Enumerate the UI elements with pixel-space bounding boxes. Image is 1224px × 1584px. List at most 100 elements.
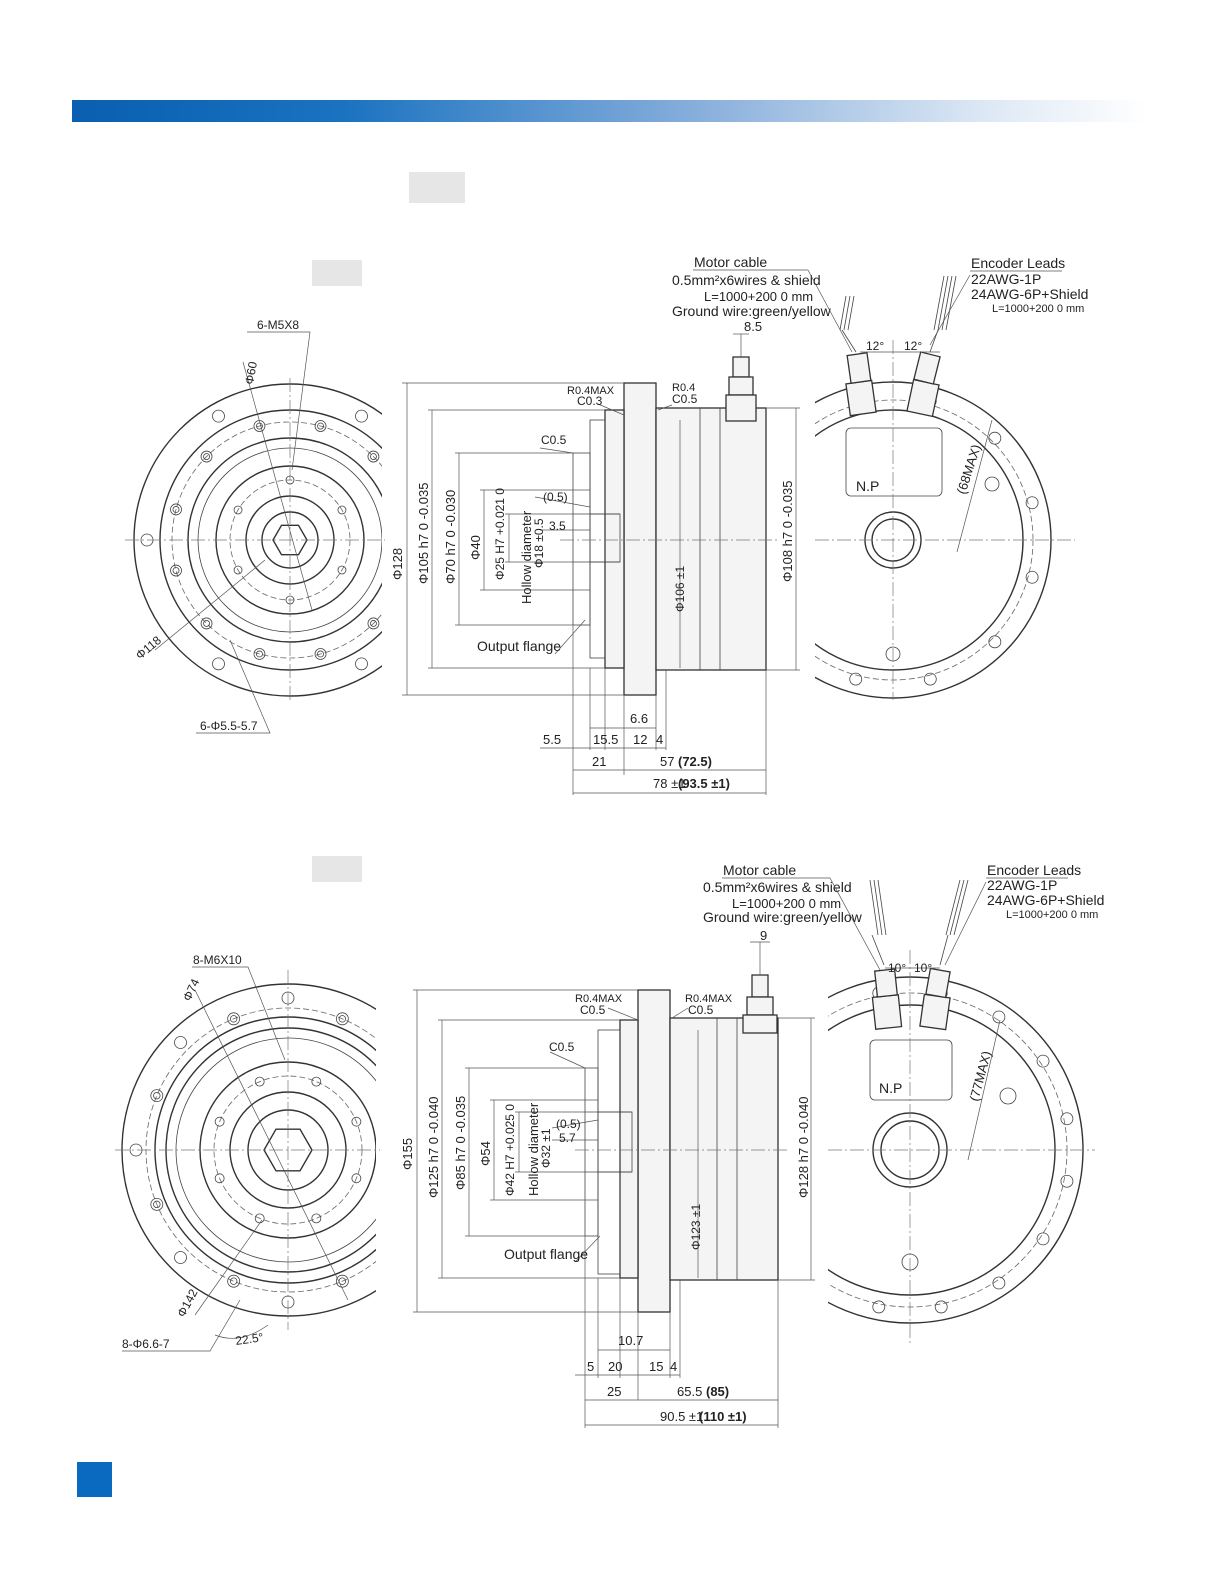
bolt-hole	[413, 1198, 425, 1210]
bolt-hole-inner	[401, 506, 407, 512]
top-d108: Φ108 h7 0 -0.035	[780, 481, 795, 582]
bottom-motor-cable-length: L=1000+200 0 mm	[732, 896, 841, 911]
bottom-output-flange: Output flange	[504, 1246, 588, 1262]
mount-hole	[212, 409, 225, 423]
bolt-hole-inner	[317, 422, 324, 430]
bottom-encoder-line1: 22AWG-1P	[987, 877, 1057, 893]
top-encoder-title: Encoder Leads	[971, 255, 1065, 271]
top-output-flange: Output flange	[477, 638, 561, 654]
page-number-block	[77, 1462, 112, 1497]
bottom-d655: 65.5	[677, 1384, 702, 1399]
bottom-encoder-title: Encoder Leads	[987, 862, 1081, 878]
bottom-motor-cable-spec: 0.5mm²x6wires & shield	[703, 879, 852, 895]
bolt-hole-inner	[256, 422, 263, 430]
bolt-hole	[314, 648, 327, 660]
thread-hole	[233, 565, 243, 575]
mount-hole	[355, 657, 368, 671]
mount-hole	[389, 1037, 401, 1049]
bottom-max-label: (77MAX)	[966, 1049, 994, 1102]
bottom-d4: 4	[670, 1359, 677, 1374]
top-d105: Φ105 h7 0 -0.035	[416, 483, 431, 584]
thread-hole	[337, 565, 347, 575]
rear-bolt-hole	[923, 672, 937, 686]
top-d25: Φ25 H7 +0.021 0	[493, 488, 507, 580]
bottom-d123: Φ123 ±1	[689, 1203, 703, 1250]
bolt-hole	[398, 504, 409, 515]
thread-hole	[337, 505, 347, 515]
bottom-d57: 5.7	[559, 1131, 576, 1145]
thread-hole	[351, 1116, 362, 1127]
top-d18: Φ18 ±0.5	[532, 518, 546, 568]
top-angle-right: 12°	[904, 339, 922, 353]
bottom-np: N.P	[879, 1080, 902, 1096]
bolt-hole	[227, 1012, 241, 1026]
bottom-d5: 5	[587, 1359, 594, 1374]
top-d155: 15.5	[593, 732, 618, 747]
rear-bolt-hole	[1025, 496, 1039, 510]
rear-bolt-hole	[1036, 1054, 1050, 1068]
thread-hole	[214, 1173, 225, 1184]
bolt-hole-inner	[370, 620, 377, 627]
mount-hole	[355, 409, 368, 423]
top-rear-glands	[839, 275, 1000, 662]
top-motor-cable-spec: 0.5mm²x6wires & shield	[672, 272, 821, 288]
bolt-hole	[200, 617, 213, 630]
mount-hole	[174, 1251, 187, 1264]
bottom-c05-right: C0.5	[688, 1003, 714, 1017]
top-c05-inner: C0.5	[541, 433, 567, 447]
bottom-pcd-outer-label: Φ142	[174, 1286, 200, 1319]
rear-bolt-hole	[934, 1300, 948, 1314]
bottom-d42: Φ42 H7 +0.025 0	[503, 1104, 517, 1196]
thread-hole	[233, 505, 243, 515]
bolt-hole-inner	[256, 650, 263, 658]
top-d57b: (72.5)	[678, 754, 712, 769]
thread-hole	[254, 1076, 265, 1087]
top-d85: 8.5	[744, 319, 762, 334]
rear-bolt-hole	[815, 1277, 827, 1289]
rear-bolt-hole	[815, 1011, 827, 1023]
bottom-angle-label: 22.5°	[234, 1330, 264, 1348]
header-banner	[72, 100, 1147, 122]
bolt-hole-inner	[172, 567, 180, 574]
top-encoder-length: L=1000+200 0 mm	[992, 303, 1084, 315]
top-encoder-line1: 22AWG-1P	[971, 271, 1041, 287]
bolt-hole	[314, 420, 327, 432]
rear-bolt-hole	[849, 672, 863, 686]
thread-hole	[311, 1076, 322, 1087]
top-motor-cable-length: L=1000+200 0 mm	[704, 289, 813, 304]
bottom-rear-glands	[869, 879, 1017, 1271]
bolt-hole-inner	[153, 1091, 161, 1100]
bottom-d25: 25	[607, 1384, 621, 1399]
section-tag	[409, 172, 465, 203]
top-d78b: (93.5 ±1)	[678, 776, 730, 791]
top-pcd-outer-label: Φ118	[133, 633, 164, 662]
bottom-d905b: (110 ±1)	[699, 1409, 747, 1424]
model-tag-bottom	[312, 856, 362, 882]
bottom-d54: Φ54	[478, 1141, 493, 1166]
bottom-d125: Φ125 h7 0 -0.040	[426, 1097, 441, 1198]
top-np: N.P	[856, 478, 879, 494]
bottom-motor-cable-title: Motor cable	[723, 862, 796, 878]
top-d55: 5.5	[543, 732, 561, 747]
top-r04-left: R0.4MAX	[567, 385, 615, 397]
bottom-encoder-length: L=1000+200 0 mm	[1006, 909, 1098, 921]
bottom-d655b: (85)	[706, 1384, 729, 1399]
thread-hole	[351, 1173, 362, 1184]
top-d57: 57	[660, 754, 674, 769]
mount-hole	[212, 657, 225, 671]
bolt-hole-inner	[172, 506, 180, 513]
rear-bolt-hole	[992, 1276, 1006, 1290]
top-p05: (0.5)	[543, 490, 568, 504]
top-encoder-line2: 24AWG-6P+Shield	[971, 286, 1088, 302]
rear-bolt-hole	[785, 636, 797, 648]
bolt-hole-inner	[317, 650, 324, 658]
top-d12: 12	[633, 732, 647, 747]
bottom-side-view	[584, 974, 779, 1313]
rear-bolt-hole	[992, 1010, 1006, 1024]
bottom-motor-cable-ground: Ground wire:green/yellow	[703, 909, 863, 925]
rear-bolt-hole	[872, 1300, 886, 1314]
bottom-hollow-label: Hollow diameter	[526, 1102, 541, 1196]
top-r04-right: R0.4	[672, 382, 695, 394]
top-angle-left: 12°	[866, 339, 884, 353]
